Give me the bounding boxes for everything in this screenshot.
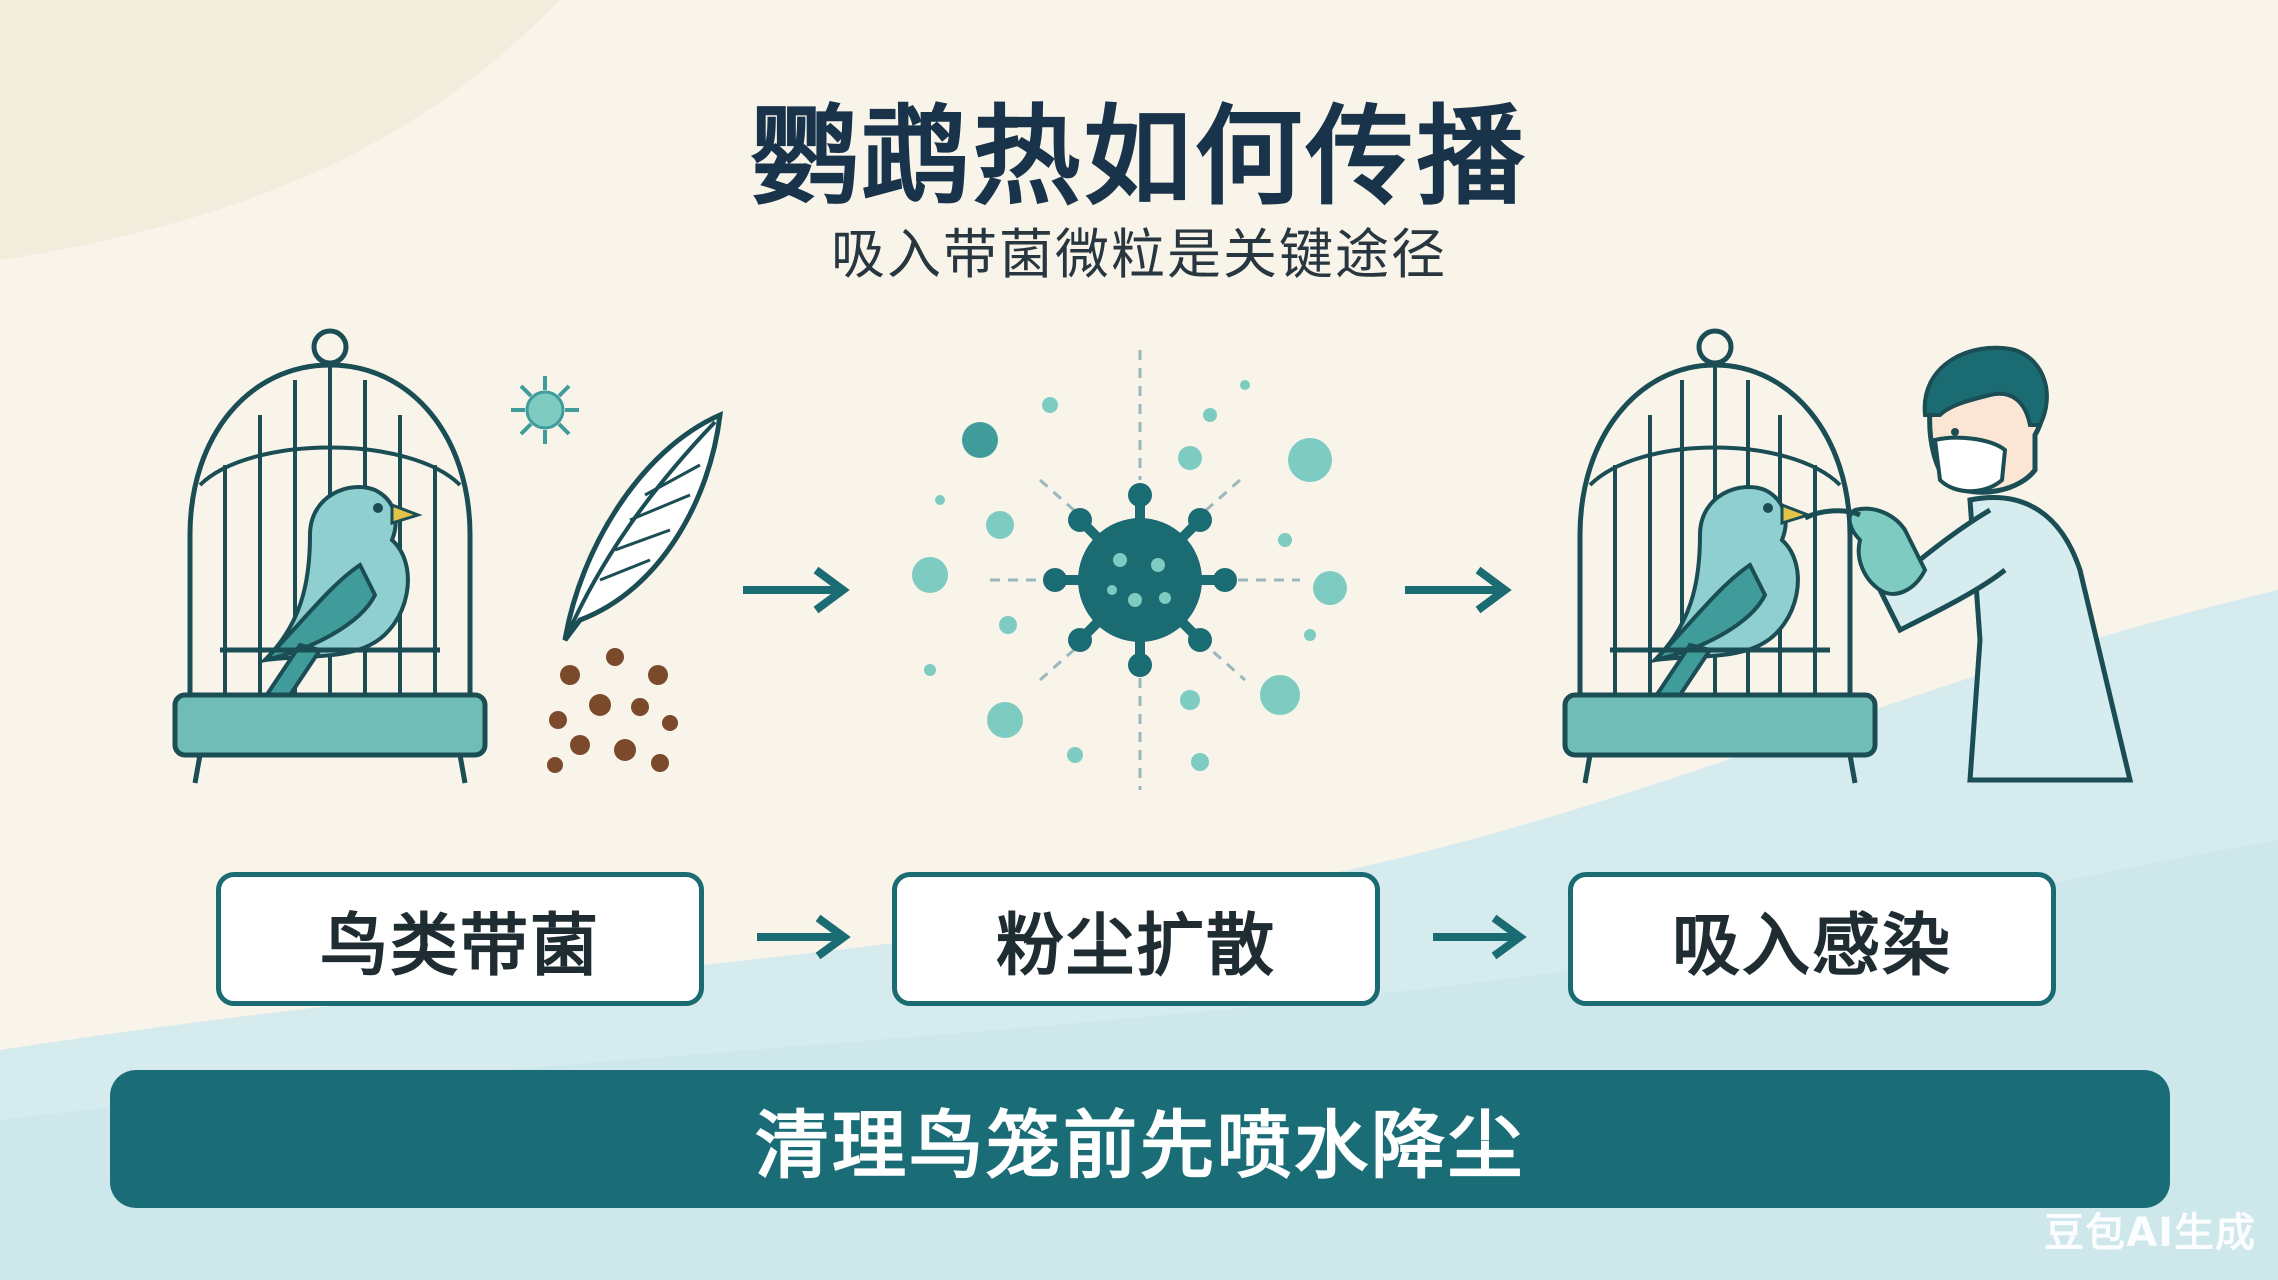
arrow-right-icon bbox=[743, 566, 850, 614]
mask-icon bbox=[1932, 435, 2008, 494]
bird-cage-icon bbox=[1562, 328, 1878, 784]
bird-icon bbox=[1636, 485, 1813, 728]
bacteria-icon bbox=[511, 376, 579, 444]
arrow-right-icon bbox=[757, 914, 851, 960]
page-title: 鹦鹉热如何传播 bbox=[750, 95, 1528, 220]
bird-icon bbox=[246, 485, 423, 728]
step-label: 吸入感染 bbox=[1671, 906, 1952, 986]
watermark: 豆包AI生成 bbox=[2044, 1210, 2256, 1256]
droppings-icon bbox=[547, 648, 678, 773]
bird-cage-icon bbox=[172, 328, 488, 784]
feather-icon bbox=[562, 410, 723, 642]
person-icon bbox=[1803, 345, 2134, 783]
arrow-right-icon bbox=[1405, 566, 1512, 614]
glove-icon bbox=[1847, 506, 1928, 596]
step-label: 粉尘扩散 bbox=[995, 906, 1276, 986]
page-subtitle: 吸入带菌微粒是关键途径 bbox=[831, 223, 1447, 286]
arrow-right-icon bbox=[1433, 914, 1527, 960]
bacteria-burst-icon bbox=[912, 350, 1347, 790]
step-label: 鸟类带菌 bbox=[319, 906, 600, 986]
tip-text: 清理鸟笼前先喷水降尘 bbox=[755, 1102, 1525, 1189]
tip-banner: 清理鸟笼前先喷水降尘 bbox=[110, 1070, 2170, 1208]
step-box-dust-spread: 粉尘扩散 bbox=[892, 872, 1380, 1006]
step-box-bird-carrier: 鸟类带菌 bbox=[216, 872, 704, 1006]
step-box-inhale-infection: 吸入感染 bbox=[1568, 872, 2056, 1006]
